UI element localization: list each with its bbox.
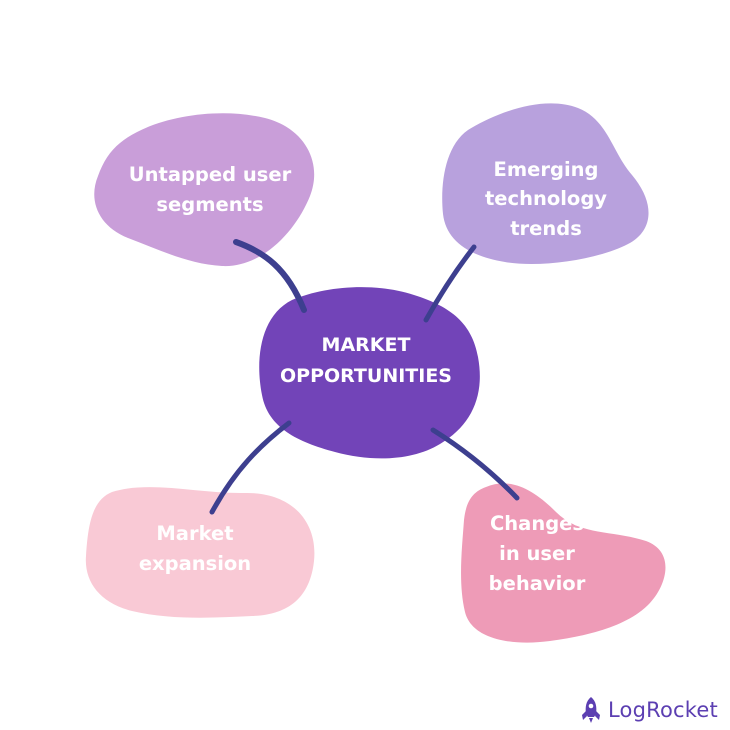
- node-label-line: behavior: [488, 572, 586, 596]
- node-label-line: segments: [156, 193, 264, 217]
- connector-market: [209, 420, 292, 515]
- center-label-line: MARKET: [321, 334, 411, 356]
- node-label-line: Market: [156, 522, 234, 545]
- center-label: MARKET OPPORTUNITIES: [248, 330, 484, 393]
- brand-name: LogRocket: [608, 698, 718, 722]
- node-emerging-blob: [442, 103, 649, 264]
- node-label-line: trends: [510, 216, 582, 240]
- node-label-line: Untapped user: [128, 163, 292, 186]
- node-untapped-blob: [94, 113, 315, 267]
- node-label-line: Emerging: [493, 158, 599, 181]
- connector-changes: [430, 427, 520, 501]
- node-label-line: expansion: [138, 552, 252, 576]
- rocket-icon: [582, 697, 600, 723]
- node-label-line: technology: [484, 187, 608, 211]
- center-label-line: OPPORTUNITIES: [280, 365, 452, 388]
- connector-untapped: [233, 239, 307, 313]
- node-untapped-label: Untapped user segments: [100, 160, 320, 220]
- node-label-line: Changes: [489, 512, 585, 535]
- node-label-line: in user: [499, 542, 575, 566]
- node-changes-blob: [461, 483, 666, 643]
- connector-emerging: [423, 244, 477, 323]
- brand-logo: LogRocket: [580, 694, 718, 726]
- center-blob: [259, 287, 480, 459]
- node-market-label: Market expansion: [95, 519, 295, 579]
- node-emerging-label: Emerging technology trends: [446, 155, 646, 243]
- node-market-blob: [85, 487, 315, 618]
- node-changes-label: Changes in user behavior: [462, 509, 612, 600]
